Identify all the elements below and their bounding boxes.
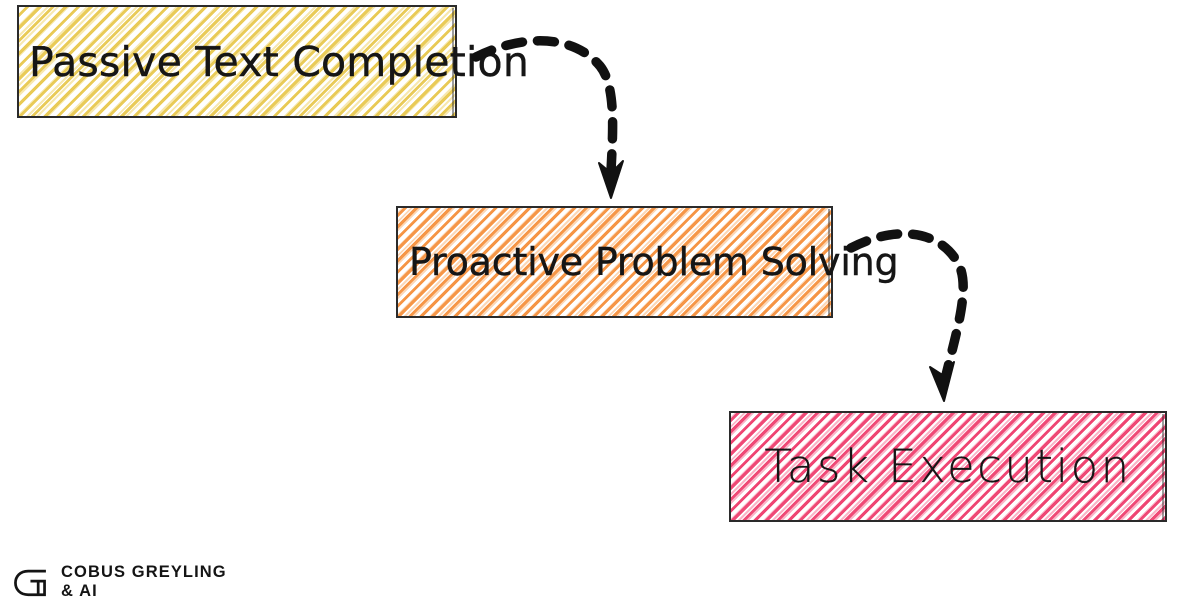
node-label: Proactive Problem Solving — [409, 240, 899, 284]
g-monogram-icon — [14, 569, 46, 597]
watermark-line-2: & AI — [61, 582, 98, 600]
diagram-node-proactive-problem-solving[interactable]: Proactive Problem Solving — [396, 206, 899, 318]
diagram-node-task-execution[interactable]: Task Execution — [729, 411, 1167, 522]
watermark-line-1: COBUS GREYLING — [61, 562, 227, 581]
node-label: Passive Text Completion — [29, 37, 530, 86]
edge-1-arrowhead-icon — [598, 160, 624, 199]
edge-2-arrowhead-icon — [929, 361, 955, 402]
watermark-text: COBUS GREYLING & AI — [61, 563, 227, 602]
watermark-logo: COBUS GREYLING & AI — [10, 562, 227, 602]
diagram-node-passive-text-completion[interactable]: Passive Text Completion — [17, 5, 529, 118]
node-label: Task Execution — [764, 440, 1132, 493]
